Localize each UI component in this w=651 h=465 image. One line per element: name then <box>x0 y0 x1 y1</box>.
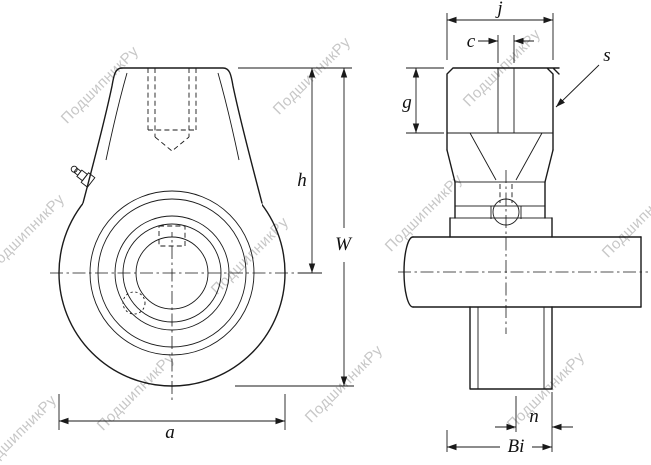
dim-label-j: j <box>494 0 502 19</box>
side-centerlines <box>398 170 648 334</box>
sleeve-lower-edges <box>477 307 545 389</box>
inner-ring-circle-2 <box>122 223 222 323</box>
set-screw-side-hidden <box>122 291 146 315</box>
dimension-a: a <box>58 394 286 443</box>
dimension-g: g <box>402 67 444 134</box>
lug-inner-face-left <box>105 72 128 161</box>
housing-lower-silhouette <box>469 306 553 390</box>
grease-fitting-neck <box>73 167 82 176</box>
inner-ring-section-hatch <box>449 217 553 238</box>
cage-lines <box>490 206 522 219</box>
hanger-neck-taper <box>446 149 554 183</box>
dim-label-W: W <box>335 234 353 255</box>
lug-fill <box>83 68 262 232</box>
shaft-end-arc <box>403 236 414 308</box>
housing-side-faces <box>454 181 546 219</box>
front-threaded-hole <box>147 68 197 152</box>
inner-ring-circle-1 <box>114 215 230 331</box>
side-view: j c s g n <box>398 0 648 457</box>
shaft <box>403 236 642 308</box>
front-hanger-lug <box>82 67 263 232</box>
dimension-Bi: Bi <box>446 430 552 457</box>
dimension-j: j <box>446 0 554 60</box>
drill-point <box>154 136 190 152</box>
set-screw-thread-hidden <box>499 184 513 203</box>
front-view: h W a <box>50 67 354 443</box>
grease-fitting-hex <box>76 169 88 182</box>
front-set-screws <box>122 225 186 315</box>
ball <box>492 198 520 226</box>
dimension-h: h <box>238 67 352 274</box>
hanger-slot-lines <box>497 68 515 133</box>
set-screw-top-hidden <box>158 225 186 247</box>
outer-ring-circle-1 <box>89 190 255 356</box>
dim-label-g: g <box>402 92 412 113</box>
lug-outline <box>82 67 263 204</box>
inner-ring-side-faces <box>449 217 553 238</box>
front-bearing-rings <box>89 190 255 356</box>
c-extension-lines <box>497 35 515 63</box>
dim-label-n: n <box>529 406 539 427</box>
dim-label-c: c <box>467 31 476 52</box>
side-hanger-block <box>446 67 560 183</box>
grease-fitting-ball <box>70 165 78 173</box>
lug-inner-face-right <box>217 72 240 161</box>
side-bearing-section <box>449 181 553 238</box>
shaft-lines <box>412 236 642 308</box>
dimension-s: s <box>555 45 611 108</box>
dimension-W: W <box>235 68 354 387</box>
dim-label-a: a <box>165 422 175 443</box>
outer-ring-circle-2 <box>97 198 247 348</box>
grease-fitting <box>70 165 96 188</box>
side-housing-lower <box>469 306 553 390</box>
s-leader-line <box>555 64 600 108</box>
bore-circle <box>135 236 209 310</box>
hanger-block-outline <box>446 67 560 151</box>
dim-label-h: h <box>297 170 307 191</box>
dim-label-Bi: Bi <box>508 436 525 457</box>
hanger-funnel-lines <box>469 132 543 181</box>
dimension-n: n <box>495 392 573 452</box>
g-extension-lines <box>406 67 444 134</box>
dimension-c: c <box>467 31 534 63</box>
dim-label-s: s <box>603 45 610 66</box>
